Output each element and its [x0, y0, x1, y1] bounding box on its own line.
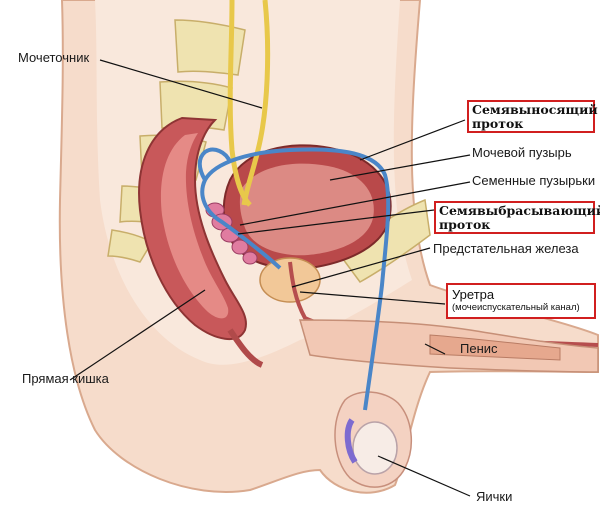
label-urethra: Уретра — [452, 287, 495, 302]
testicle — [352, 421, 398, 475]
label-box-ejaculatory-duct: Семявыбрасывающий проток — [434, 201, 600, 234]
label-prostate: Предстательная железа — [433, 241, 579, 256]
label-rectum: Прямая кишка — [22, 371, 109, 386]
label-testicles: Яички — [476, 489, 513, 504]
label-penis: Пенис — [460, 341, 498, 356]
label-ejaculatory-duct-line2: проток — [439, 217, 491, 232]
prostate — [259, 257, 321, 303]
label-urethra-sub: (мочеиспускательный канал) — [452, 302, 580, 313]
rectum-inner — [160, 133, 229, 319]
ureter-right — [241, 0, 271, 206]
label-vas-deferens-line1: Семявыносящий — [472, 102, 598, 117]
label-box-urethra: Уретра (мочеиспускательный канал) — [446, 283, 596, 319]
label-ureter: Мочеточник — [18, 50, 90, 65]
label-bladder: Мочевой пузырь — [472, 145, 572, 160]
label-vas-deferens-line2: проток — [472, 116, 524, 131]
vas-deferens-loop — [197, 147, 232, 182]
bladder-inner — [239, 163, 374, 256]
label-seminal-vesicles: Семенные пузырьки — [472, 173, 596, 188]
penis-corpus — [429, 334, 561, 361]
vas-deferens — [200, 147, 391, 411]
epididymis — [344, 418, 358, 464]
leader-lines — [69, 59, 471, 497]
label-ejaculatory-duct-line1: Семявыбрасывающий — [439, 203, 600, 218]
label-box-vas-deferens: Семявыносящий проток — [467, 100, 598, 133]
ureter-left — [227, 0, 252, 207]
anal-canal — [227, 328, 264, 368]
